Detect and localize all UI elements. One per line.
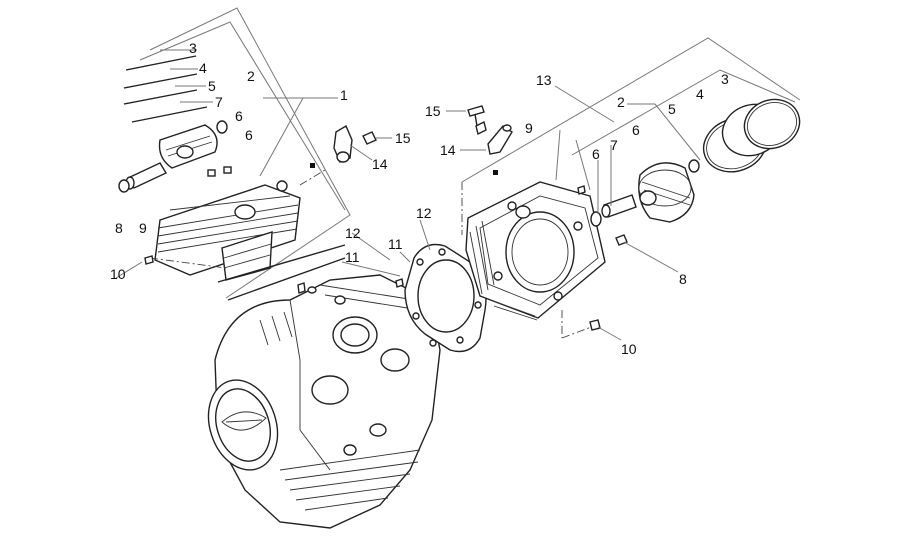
left-marker-square (310, 163, 315, 168)
callout-15-right: 15 (425, 103, 441, 119)
left-sensor (333, 124, 392, 163)
callout-7-right: 7 (610, 137, 618, 153)
callout-11-right: 11 (388, 236, 403, 252)
callout-4-right: 4 (696, 86, 704, 102)
callout-14-right: 14 (440, 142, 456, 158)
left-bracket-lines (139, 7, 351, 299)
callout-2-right: 2 (617, 94, 625, 110)
right-piston (590, 159, 700, 246)
callout-13: 13 (536, 72, 552, 88)
callout-3-right: 3 (721, 71, 729, 87)
callout-1: 1 (340, 87, 348, 103)
right-bracket-lines (461, 37, 801, 183)
callout-9-left: 9 (139, 220, 147, 236)
callout-9-right: 9 (525, 120, 533, 136)
left-piston-rings (123, 49, 213, 123)
callout-14-left: 14 (372, 156, 388, 172)
right-sensor (446, 105, 513, 155)
callout-6-left-lower: 6 (245, 127, 253, 143)
callout-10-right: 10 (621, 341, 637, 357)
callout-5-right: 5 (668, 101, 676, 117)
left-cylinder (144, 163, 346, 301)
callout-12-left: 12 (345, 225, 361, 241)
callout-12-right: 12 (416, 205, 432, 221)
callout-6-left-upper: 6 (235, 108, 243, 124)
callout-labels: 1 2 3 4 5 7 6 6 8 9 10 11 12 15 14 13 2 … (110, 40, 729, 357)
callout-15-left: 15 (395, 130, 411, 146)
callout-3-left: 3 (189, 40, 197, 56)
right-cylinder (461, 170, 606, 339)
callout-7-left: 7 (215, 94, 223, 110)
callout-4-left: 4 (199, 60, 207, 76)
callout-10-left: 10 (110, 266, 126, 282)
left-piston (118, 120, 232, 193)
callout-8-right: 8 (679, 271, 687, 287)
callout-5-left: 5 (208, 78, 216, 94)
right-small-parts (115, 129, 679, 341)
callout-6-right-lower: 6 (592, 146, 600, 162)
right-marker-square (493, 170, 498, 175)
callout-6-right-upper: 6 (632, 122, 640, 138)
callout-2-left: 2 (247, 68, 255, 84)
engine-crankcase (207, 274, 441, 529)
callout-8-left: 8 (115, 220, 123, 236)
cylinder-base-gasket (395, 243, 487, 353)
callout-11-left: 11 (345, 249, 360, 265)
right-piston-rings (702, 98, 801, 173)
